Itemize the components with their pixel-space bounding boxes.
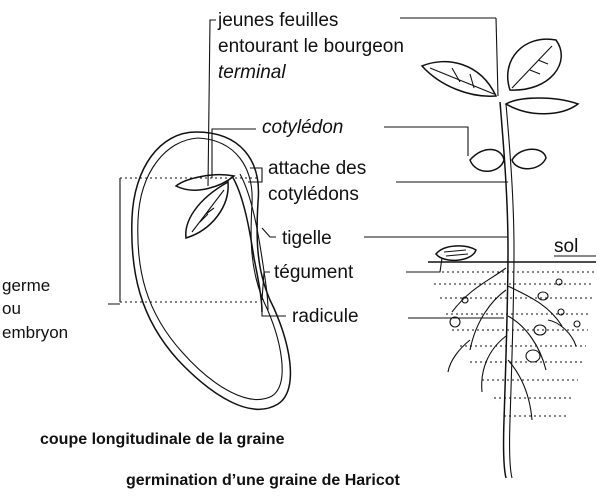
plant-leaf-left: [422, 62, 496, 97]
label-entourant: entourant le bourgeon: [218, 36, 404, 57]
plant-cotyledon-left: [470, 149, 504, 171]
leader-tegument-plant: [406, 258, 442, 272]
label-jeunes-feuilles: jeunes feuilles: [217, 10, 338, 31]
label-embryon: embryon: [2, 323, 68, 342]
seed-section: [132, 132, 291, 409]
label-tigelle: tigelle: [282, 228, 332, 249]
plant-cotyledon-right: [512, 149, 546, 169]
label-terminal: terminal: [218, 62, 286, 83]
caption-germination: germination d’une graine de Haricot: [126, 472, 400, 489]
embryo-leaf: [176, 175, 234, 190]
label-cotyledon: cotylédon: [262, 117, 343, 138]
leader-tigelle: [262, 228, 276, 237]
label-radicule: radicule: [292, 306, 359, 327]
caption-coupe: coupe longitudinale de la graine: [40, 431, 285, 448]
label-germe: germe: [2, 276, 50, 295]
germe-bracket-vertical: [108, 178, 120, 304]
leader-jeunes-feuilles-plant: [496, 18, 498, 96]
leader-cotyledon-plant: [384, 127, 468, 156]
plant-leaf-lower: [506, 98, 578, 114]
label-ou: ou: [2, 299, 21, 318]
label-attache-1: attache des: [268, 158, 366, 179]
embryo-axis-inner: [240, 174, 268, 310]
leader-cotyledon-seed: [212, 129, 256, 178]
label-attache-2: cotylédons: [268, 184, 359, 205]
label-tegument: tégument: [274, 262, 354, 283]
seed-outline: [132, 132, 291, 409]
label-sol: sol: [554, 236, 578, 257]
plant: [422, 39, 578, 478]
seed-coat-shade: [444, 250, 468, 256]
